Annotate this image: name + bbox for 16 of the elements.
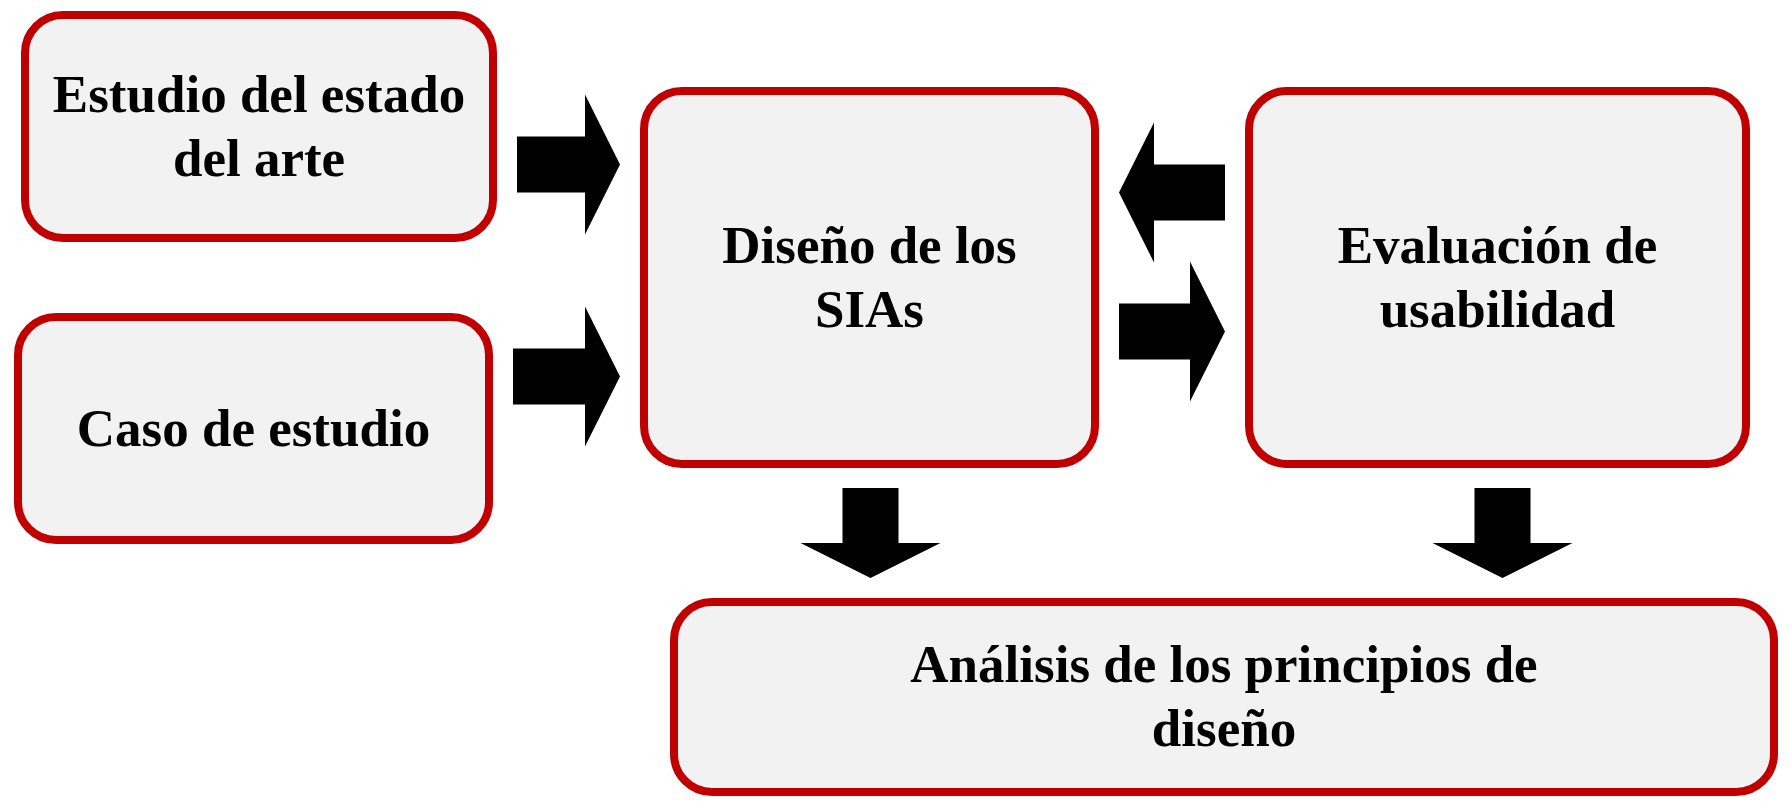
box-label: Caso de estudio [76, 397, 431, 459]
block-arrow [513, 306, 620, 447]
block-arrow [517, 94, 620, 235]
process-box [640, 87, 1099, 468]
block-arrow [800, 488, 941, 578]
block-arrow [1119, 261, 1225, 402]
process-box [21, 11, 497, 242]
box-label: Evaluación de usabilidad [1336, 214, 1659, 340]
box-label: Análisis de los principios de diseño [909, 634, 1539, 759]
block-arrow [1119, 122, 1225, 263]
box-label: Estudio del estado del arte [51, 63, 467, 189]
process-box [14, 313, 493, 544]
process-box [1245, 87, 1750, 468]
box-label: Diseño de los SIAs [721, 214, 1018, 340]
block-arrow [1432, 488, 1573, 578]
process-box [670, 598, 1778, 796]
